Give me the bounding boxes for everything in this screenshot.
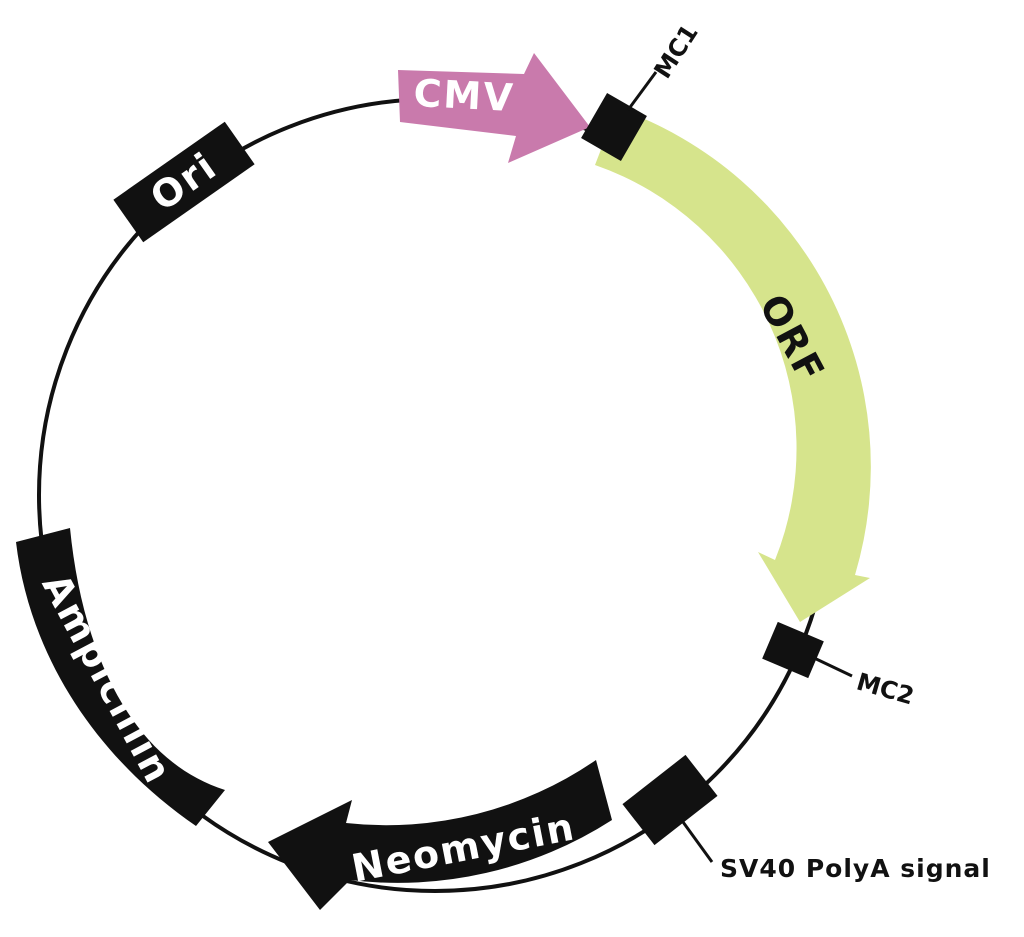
mc1-leader-line: [626, 71, 658, 111]
ori-box: [113, 121, 255, 243]
sv40-label: SV40 PolyA signal: [720, 854, 991, 883]
orf-arrow: [595, 108, 871, 622]
ampicillin-label: Ampicillin: [34, 567, 181, 792]
sv40-site-box: [622, 754, 718, 846]
mc1-site-box: [581, 92, 647, 162]
neomycin-arrow: [268, 760, 612, 910]
mc2-site-box: [762, 621, 824, 679]
mc2-leader-line: [811, 655, 853, 678]
sv40-leader-line: [681, 821, 714, 863]
cmv-arrow: [398, 53, 590, 163]
mc1-label: MC1: [649, 19, 704, 83]
ampicillin-box: [16, 528, 225, 826]
mc2-label: MC2: [853, 668, 917, 711]
cmv-label: CMV: [412, 71, 515, 120]
